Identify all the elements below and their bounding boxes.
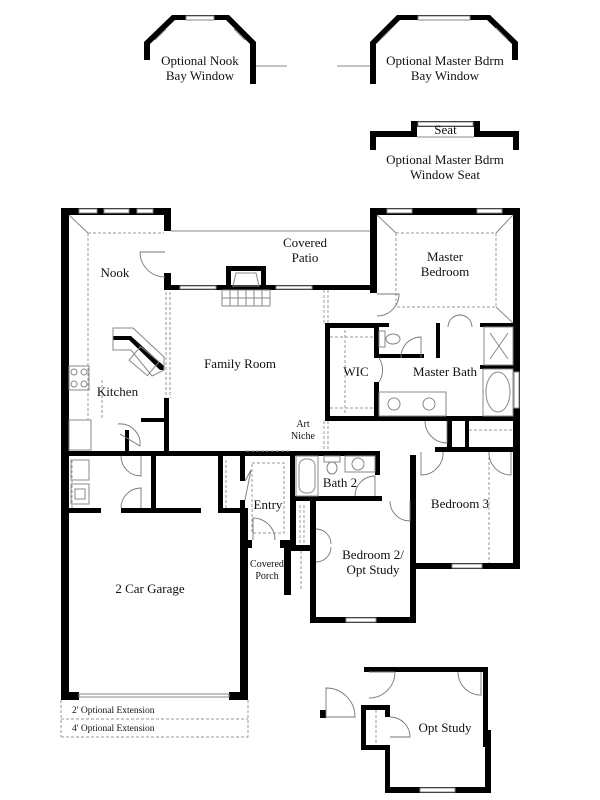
room-master-bedroom: Master Bedroom — [420, 249, 470, 279]
room-family-room: Family Room — [204, 356, 276, 371]
fixtures — [68, 326, 514, 505]
label-4ft-extension: 4' Optional Extension — [72, 724, 155, 734]
label-option-nook-bay: Optional Nook Bay Window — [161, 53, 239, 83]
room-master-bath: Master Bath — [413, 364, 477, 379]
room-covered-patio: Covered Patio — [282, 235, 328, 265]
interior-walls — [61, 286, 520, 698]
room-bedroom-2: Bedroom 2/ Opt Study — [342, 547, 404, 577]
option-opt-study — [320, 667, 491, 793]
room-nook: Nook — [100, 265, 130, 280]
label-option-master-seat: Optional Master Bdrm Window Seat — [386, 152, 504, 182]
label-2ft-extension: 2' Optional Extension — [72, 706, 155, 716]
room-covered-porch: Covered Porch — [250, 559, 284, 582]
option-master-bay-window — [337, 15, 518, 84]
room-garage: 2 Car Garage — [115, 581, 185, 596]
room-bath-2: Bath 2 — [322, 475, 358, 490]
doors — [117, 251, 512, 563]
label-option-master-bay: Optional Master Bdrm Bay Window — [386, 53, 504, 83]
room-wic: WIC — [343, 364, 369, 379]
dashed-lines — [60, 214, 514, 738]
option-master-window-seat — [370, 121, 519, 150]
room-entry: Entry — [253, 497, 283, 512]
label-window-seat: Seat — [434, 122, 457, 137]
room-opt-study: Opt Study — [418, 720, 472, 735]
option-nook-bay-window — [144, 15, 287, 84]
room-bedroom-3: Bedroom 3 — [430, 496, 490, 511]
label-art-niche: Art Niche — [291, 419, 315, 442]
room-kitchen: Kitchen — [96, 384, 139, 399]
